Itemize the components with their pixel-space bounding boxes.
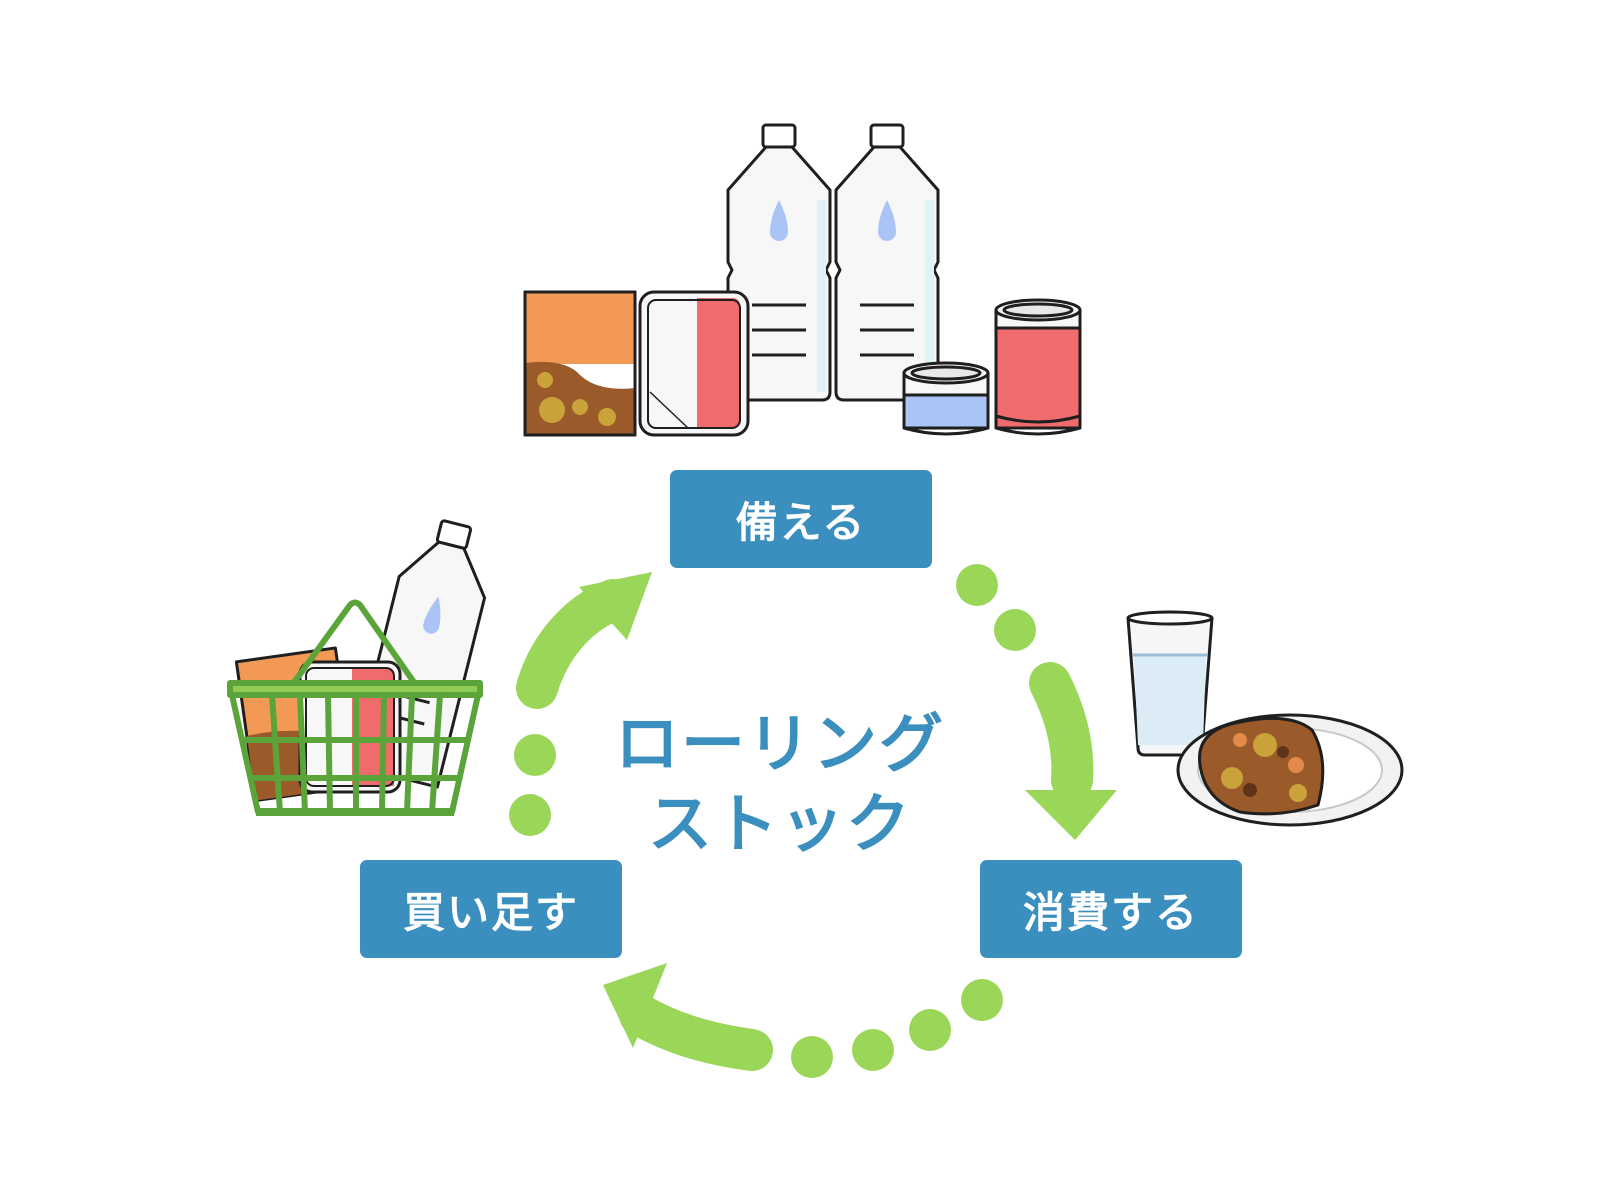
cycle-dot [514, 734, 556, 776]
center-title-line2: ストック [648, 788, 912, 862]
shopping-basket-icon [227, 519, 487, 816]
water-bottle-icon [834, 123, 940, 402]
cycle-arrow-prepare-to-consume [1029, 662, 1094, 801]
center-title: ローリング ストック [600, 705, 960, 865]
large-can-icon [994, 298, 1082, 436]
small-can-icon [902, 361, 990, 436]
step-consume-label: 消費する [1022, 887, 1199, 937]
curry-plate-icon [1176, 713, 1404, 827]
step-restock-label: 買い足す [402, 887, 579, 937]
cycle-dot [956, 564, 998, 606]
glass-of-water-icon [1126, 610, 1214, 757]
cycle [509, 564, 1117, 1078]
cycle-arrow-restock-to-prepare [516, 579, 634, 709]
step-prepare-box: 備える [670, 470, 932, 568]
step-consume-box: 消費する [980, 860, 1242, 958]
step-prepare-label: 備える [735, 497, 867, 547]
cycle-dot [961, 979, 1003, 1021]
cycle-dot [994, 609, 1036, 651]
stockpile-items [523, 123, 1082, 437]
rice-pack-icon [638, 290, 750, 437]
cycle-arrowhead-up [579, 572, 652, 640]
curry-pouch-icon [523, 290, 637, 437]
cycle-dot [852, 1029, 894, 1071]
cycle-dot [791, 1036, 833, 1078]
cycle-arrowhead-left [603, 963, 667, 1048]
step-restock-box: 買い足す [360, 860, 622, 958]
cycle-dot [909, 1009, 951, 1051]
cycle-dot [509, 794, 551, 836]
cycle-arrowhead-down [1025, 790, 1117, 840]
center-title-line1: ローリング [615, 708, 945, 782]
meal-items [1126, 610, 1404, 827]
cycle-arrow-consume-to-restock [619, 994, 773, 1071]
